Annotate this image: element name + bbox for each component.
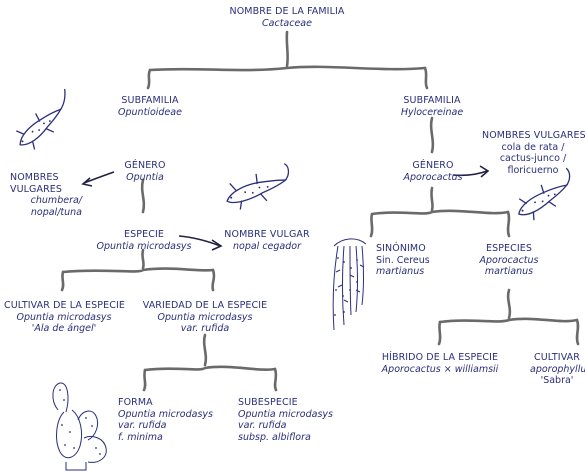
synonym-title: SINÓNIMO bbox=[376, 243, 456, 255]
rat-tail-cactus-illustration bbox=[333, 239, 366, 330]
left-species-branch bbox=[62, 250, 214, 290]
common-right-line1: cola de rata / bbox=[482, 142, 584, 154]
subspecies-extra1: var. rufida bbox=[238, 420, 338, 432]
lizard-icon bbox=[11, 89, 82, 155]
common-names-left-node: NOMBRES VULGARES chumbera/ nopal/tuna bbox=[10, 172, 82, 218]
hybrid-name: Aporocactus × williamsii bbox=[370, 364, 510, 376]
subfamily-right-node: SUBFAMILIA Hylocereinae bbox=[382, 95, 482, 118]
synonym-line1: Sin. Cereus bbox=[376, 255, 456, 267]
genus-right-name: Aporocactus bbox=[398, 172, 468, 184]
subspecies-title: SUBESPECIE bbox=[238, 397, 338, 409]
cultivar-right-title: CULTIVAR bbox=[530, 352, 584, 364]
species-right-title: ESPECIES bbox=[474, 243, 544, 255]
common-right-line2: cactus-junco / bbox=[482, 153, 584, 165]
lizard-icon bbox=[222, 163, 296, 213]
species-left-title: ESPECIE bbox=[96, 229, 192, 241]
forma-title: FORMA bbox=[118, 397, 218, 409]
cultivar-left-node: CULTIVAR DE LA ESPECIE Opuntia microdasy… bbox=[4, 300, 124, 335]
subfamily-left-title: SUBFAMILIA bbox=[100, 95, 200, 107]
synonym-line2: martianus bbox=[376, 266, 456, 278]
species-right-node: ESPECIES Aporocactus martianus bbox=[474, 243, 544, 278]
common-left-name1: chumbera/ bbox=[10, 195, 82, 207]
genus-right-title: GÉNERO bbox=[398, 160, 468, 172]
species-right-line2: martianus bbox=[474, 266, 544, 278]
variety-extra: var. rufida bbox=[140, 323, 270, 335]
common-species-name: nopal cegador bbox=[222, 241, 312, 253]
subfamily-left-node: SUBFAMILIA Opuntioideae bbox=[100, 95, 200, 118]
family-node: NOMBRE DE LA FAMILIA Cactaceae bbox=[217, 6, 357, 29]
cultivar-left-extra: 'Ala de ángel' bbox=[4, 323, 124, 335]
genus-left-title: GÉNERO bbox=[110, 160, 180, 172]
forma-name: Opuntia microdasys bbox=[118, 409, 218, 421]
variety-name: Opuntia microdasys bbox=[140, 312, 270, 324]
hybrid-title: HÍBRIDO DE LA ESPECIE bbox=[370, 352, 510, 364]
synonym-node: SINÓNIMO Sin. Cereus martianus bbox=[376, 243, 456, 278]
right-subfamily-branch bbox=[431, 118, 433, 152]
species-left-node: ESPECIE Opuntia microdasys bbox=[96, 229, 192, 252]
genus-left-node: GÉNERO Opuntia bbox=[110, 160, 180, 183]
cultivar-right-line2: 'Sabra' bbox=[530, 375, 584, 387]
right-genus-branch bbox=[371, 188, 509, 236]
genus-left-name: Opuntia bbox=[110, 172, 180, 184]
subspecies-node: SUBESPECIE Opuntia microdasys var. rufid… bbox=[238, 397, 338, 443]
left-genus-branch bbox=[142, 180, 144, 212]
common-left-title1: NOMBRES bbox=[10, 172, 82, 184]
variety-node: VARIEDAD DE LA ESPECIE Opuntia microdasy… bbox=[140, 300, 270, 335]
subfamily-left-name: Opuntioideae bbox=[100, 107, 200, 119]
cultivar-left-title: CULTIVAR DE LA ESPECIE bbox=[4, 300, 124, 312]
genus-right-node: GÉNERO Aporocactus bbox=[398, 160, 468, 183]
common-right-title: NOMBRES VULGARES bbox=[482, 130, 584, 142]
species-left-name: Opuntia microdasys bbox=[96, 241, 192, 253]
subfamily-right-name: Hylocereinae bbox=[382, 107, 482, 119]
forma-node: FORMA Opuntia microdasys var. rufida f. … bbox=[118, 397, 218, 443]
cultivar-right-node: CULTIVAR aporophyllum 'Sabra' bbox=[530, 352, 584, 387]
variety-branch bbox=[144, 335, 276, 390]
subfamily-right-title: SUBFAMILIA bbox=[382, 95, 482, 107]
hybrid-node: HÍBRIDO DE LA ESPECIE Aporocactus × will… bbox=[370, 352, 510, 375]
family-title: NOMBRE DE LA FAMILIA bbox=[217, 6, 357, 18]
prickly-pear-illustration bbox=[53, 383, 106, 470]
variety-title: VARIEDAD DE LA ESPECIE bbox=[140, 300, 270, 312]
common-species-title: NOMBRE VULGAR bbox=[222, 229, 312, 241]
common-left-title2: VULGARES bbox=[10, 184, 82, 196]
forma-extra2: f. minima bbox=[118, 432, 218, 444]
common-right-line3: floricuerno bbox=[482, 165, 584, 177]
subspecies-extra2: subsp. albiflora bbox=[238, 432, 338, 444]
forma-extra1: var. rufida bbox=[118, 420, 218, 432]
common-name-species-node: NOMBRE VULGAR nopal cegador bbox=[222, 229, 312, 252]
cultivar-left-name: Opuntia microdasys bbox=[4, 312, 124, 324]
species-right-line1: Aporocactus bbox=[474, 255, 544, 267]
cultivar-right-line1: aporophyllum bbox=[530, 364, 584, 376]
subspecies-name: Opuntia microdasys bbox=[238, 409, 338, 421]
family-name: Cactaceae bbox=[217, 18, 357, 30]
common-names-right-node: NOMBRES VULGARES cola de rata / cactus-j… bbox=[482, 130, 584, 176]
lizard-icon bbox=[511, 168, 581, 225]
common-left-name2: nopal/tuna bbox=[10, 207, 82, 219]
family-branch bbox=[148, 32, 427, 88]
right-species-branch bbox=[439, 290, 578, 344]
